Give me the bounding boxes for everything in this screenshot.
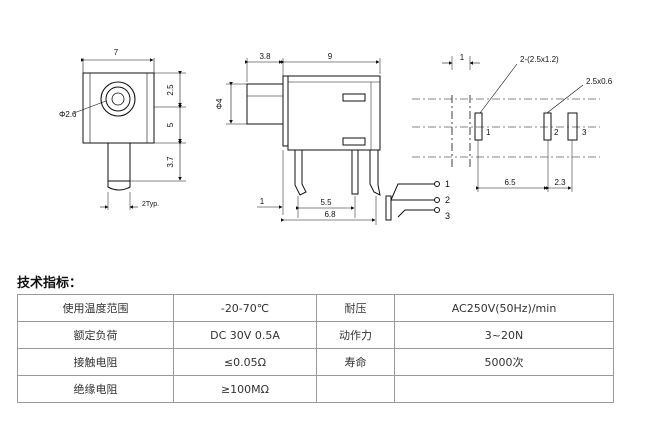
spec-label: 使用温度范围 — [17, 294, 174, 322]
table-row: 使用温度范围 -20-70℃ 耐压 AC250V(50Hz)/min — [17, 294, 614, 322]
side-body-length-dim: 9 — [328, 52, 333, 61]
spec-label — [316, 375, 395, 403]
spec-value: DC 30V 0.5A — [173, 321, 317, 349]
table-row: 额定负荷 DC 30V 0.5A 动作力 3~20N — [17, 321, 614, 349]
front-pin-length-dim: 3.7 — [166, 156, 175, 168]
pcb-pad-label-1: 1 — [486, 128, 491, 137]
specs-table: 使用温度范围 -20-70℃ 耐压 AC250V(50Hz)/min 额定负荷 … — [17, 294, 614, 403]
front-view — [73, 58, 186, 210]
table-row: 接触电阻 ≤0.05Ω 寿命 5000次 — [17, 348, 614, 376]
side-offset-dim: 1 — [260, 197, 265, 206]
pcb-spacing-1-dim: 6.5 — [504, 178, 516, 187]
spec-value: ≥100MΩ — [173, 375, 317, 403]
spec-value: -20-70℃ — [173, 294, 317, 322]
side-nose-length-dim: 3.8 — [259, 52, 271, 61]
front-body-height-dim: 5 — [166, 122, 175, 127]
schematic-symbol — [385, 181, 440, 221]
front-pin-width-dim: 2Typ. — [142, 201, 159, 208]
front-hole-dim: Φ2.6 — [59, 110, 77, 119]
pcb-pad-label-3: 3 — [582, 128, 587, 137]
side-view — [226, 58, 381, 225]
pcb-slot-note: 2-(2.5x1.2) — [520, 55, 559, 64]
schematic-pin-3: 3 — [445, 211, 450, 221]
spec-label: 接触电阻 — [17, 348, 174, 376]
pcb-edge-dim: 1 — [460, 53, 465, 62]
spec-value: 5000次 — [394, 348, 614, 376]
front-width-dim: 7 — [114, 48, 119, 57]
pcb-spacing-2-dim: 2.3 — [554, 178, 566, 187]
spec-label: 额定负荷 — [17, 321, 174, 349]
spec-value: AC250V(50Hz)/min — [394, 294, 614, 322]
pcb-layout — [412, 56, 600, 192]
spec-value: ≤0.05Ω — [173, 348, 317, 376]
spec-label: 耐压 — [316, 294, 395, 322]
table-row: 绝缘电阻 ≥100MΩ — [17, 375, 614, 403]
spec-value — [394, 375, 614, 403]
pcb-pad-label-2: 2 — [554, 128, 559, 137]
spec-label: 绝缘电阻 — [17, 375, 174, 403]
side-pin-pitch-dim: 5.5 — [320, 198, 332, 207]
front-upper-height-dim: 2.5 — [166, 84, 175, 96]
spec-label: 寿命 — [316, 348, 395, 376]
spec-value: 3~20N — [394, 321, 614, 349]
pcb-pad-note: 2.5x0.6 — [586, 77, 613, 86]
spec-label: 动作力 — [316, 321, 395, 349]
technical-drawing: 7 Φ2.6 2.5 5 3.7 2Typ. — [59, 48, 613, 225]
specs-heading: 技术指标： — [17, 276, 83, 291]
schematic-pin-2: 2 — [445, 195, 450, 205]
schematic-pin-1: 1 — [445, 179, 450, 189]
side-nose-diameter-dim: Φ4 — [215, 98, 224, 109]
side-pin-span-dim: 6.8 — [324, 210, 336, 219]
